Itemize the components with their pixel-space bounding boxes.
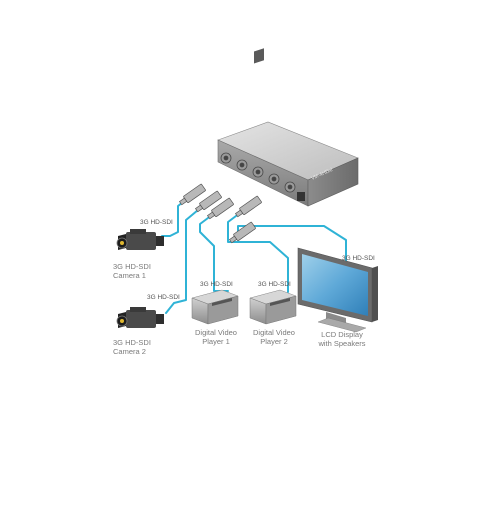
cable-tag-player2: 3G HD-SDI — [258, 281, 291, 288]
video-player-icon — [191, 289, 239, 325]
cable-tag-camera1: 3G HD-SDI — [140, 219, 173, 226]
camera2-label-line2: Camera 2 — [113, 347, 146, 356]
cable-camera2 — [165, 204, 205, 314]
cable-tag-display: 3G HD-SDI — [342, 255, 375, 262]
lcd-display-icon — [297, 247, 378, 333]
power-socket-icon — [297, 192, 305, 201]
camera1-label-line1: 3G HD-SDI — [113, 262, 151, 271]
display-label-line2: with Speakers — [318, 339, 366, 348]
player2-label: Digital Video Player 2 — [248, 328, 300, 346]
player2-label-line2: Player 2 — [260, 337, 288, 346]
cable-tag-player1: 3G HD-SDI — [200, 281, 233, 288]
player2-label-line1: Digital Video — [253, 328, 295, 337]
player1-label: Digital Video Player 1 — [190, 328, 242, 346]
cable-player1 — [199, 211, 229, 292]
cable-tag-camera2: 3G HD-SDI — [147, 294, 180, 301]
cable-player2 — [227, 209, 289, 293]
player1-label-line1: Digital Video — [195, 328, 237, 337]
video-player-icon — [249, 289, 297, 325]
player1-label-line2: Player 1 — [202, 337, 230, 346]
cable-camera1 — [161, 197, 189, 237]
display-label-line1: LCD Display — [321, 330, 363, 339]
display-label: LCD Display with Speakers — [310, 330, 374, 348]
camera1-label-line2: Camera 1 — [113, 271, 146, 280]
camera-icon — [116, 307, 164, 328]
camera2-label-line1: 3G HD-SDI — [113, 338, 151, 347]
camera2-label: 3G HD-SDI Camera 2 — [113, 338, 151, 356]
bnc-connector-icon — [220, 152, 296, 193]
camera1-label: 3G HD-SDI Camera 1 — [113, 262, 151, 280]
cable-connectors — [178, 183, 262, 244]
camera-icon — [116, 229, 164, 250]
